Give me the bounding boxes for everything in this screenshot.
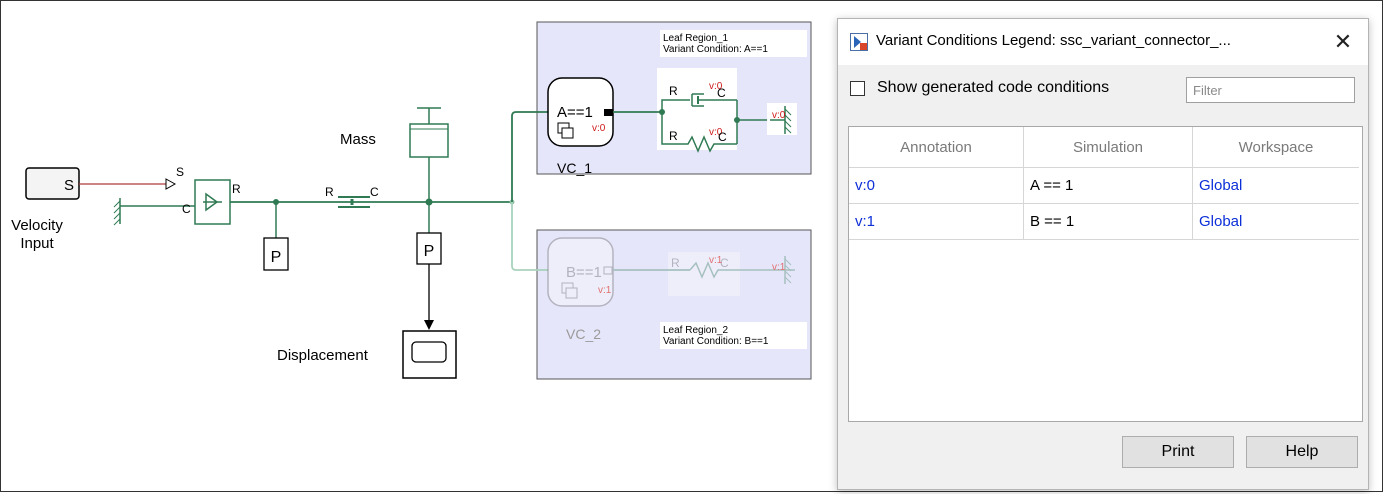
print-button[interactable]: Print	[1122, 436, 1234, 468]
vc2-faded-group: B==1 R C	[547, 237, 795, 307]
vc2-port	[603, 266, 613, 275]
source-inner-arrow-icon	[205, 192, 219, 212]
r2-spring-block[interactable]	[689, 261, 795, 279]
filter-input[interactable]	[1186, 77, 1355, 103]
region2-title: Leaf Region_2	[663, 325, 728, 336]
region2-condition: Variant Condition: B==1	[663, 336, 769, 347]
signal-arrowhead	[165, 178, 177, 190]
conditions-table: Annotation Simulation Workspace v:0 A ==…	[848, 126, 1363, 422]
scope-arrowhead	[424, 320, 434, 330]
position-sensor-1[interactable]	[263, 237, 289, 271]
column-header-workspace[interactable]: Workspace	[1192, 127, 1359, 168]
port-r-label: R	[232, 182, 241, 196]
leaf-region-2[interactable]	[536, 229, 812, 380]
table-row[interactable]: v:1 B == 1 Global	[849, 203, 1359, 240]
r1-spring-r: R	[669, 129, 678, 143]
vc2-condition: B==1	[566, 264, 602, 281]
damper-r-label: R	[325, 185, 334, 199]
r2-spring-annotation: v:1	[709, 255, 723, 266]
help-button[interactable]: Help	[1246, 436, 1358, 468]
r1-spring-c: C	[718, 130, 727, 144]
region1-components-bg	[657, 68, 737, 150]
port-c-label: C	[182, 202, 191, 216]
region1-label-bg	[660, 30, 807, 57]
vc1-port	[604, 109, 613, 116]
line-to-vc1[interactable]	[511, 111, 548, 202]
table-header-row: Annotation Simulation Workspace	[849, 127, 1359, 168]
variant-connector-vc2[interactable]	[547, 237, 614, 307]
cell-simulation: A == 1	[1023, 167, 1193, 204]
sensor2-label: P	[424, 243, 435, 260]
scope-screen-icon	[411, 341, 447, 363]
r1-spring-block[interactable]	[680, 135, 737, 153]
dialog-titlebar[interactable]: Variant Conditions Legend: ssc_variant_c…	[838, 19, 1368, 65]
variant-conditions-legend-dialog: Variant Conditions Legend: ssc_variant_c…	[837, 18, 1369, 490]
cell-workspace[interactable]: Global	[1192, 203, 1359, 240]
vc2-annotation: v:1	[598, 285, 612, 296]
r1-damper-r: R	[669, 84, 678, 98]
column-header-annotation[interactable]: Annotation	[849, 127, 1024, 168]
r2-spring-c: C	[720, 256, 729, 270]
region1-title: Leaf Region_1	[663, 33, 728, 44]
vc1-annotation: v:0	[592, 123, 606, 134]
region2-label-bg	[660, 322, 807, 349]
cell-simulation: B == 1	[1023, 203, 1193, 240]
close-icon[interactable]: ✕	[1333, 29, 1353, 54]
vc1-name: VC_1	[557, 160, 592, 176]
velocity-source-label: S	[64, 177, 74, 194]
damper-c-label: C	[370, 185, 379, 199]
r1-ground-symbol[interactable]	[770, 106, 792, 134]
column-header-simulation[interactable]: Simulation	[1023, 127, 1193, 168]
r1-spring-annotation: v:0	[709, 127, 723, 138]
region1-condition: Variant Condition: A==1	[663, 44, 768, 55]
vc2-name: VC_2	[566, 326, 601, 342]
show-generated-code-checkbox[interactable]	[850, 81, 865, 96]
cell-annotation[interactable]: v:1	[849, 203, 1024, 240]
simulink-app-icon	[850, 33, 868, 51]
vc2-subsystem-icon	[561, 282, 578, 299]
line-to-vc2[interactable]	[511, 202, 548, 271]
r1-ground-bg	[767, 103, 797, 135]
mass-block[interactable]	[409, 107, 449, 158]
r1-damper-c: C	[717, 86, 726, 100]
r2-components-bg	[668, 252, 740, 296]
port-s-label: S	[176, 165, 184, 179]
velocity-caption-line2: Input	[20, 235, 54, 252]
vc1-subsystem-icon	[557, 122, 574, 139]
cell-annotation[interactable]: v:0	[849, 167, 1024, 204]
dialog-title: Variant Conditions Legend: ssc_variant_c…	[876, 32, 1231, 49]
r2-spring-r: R	[671, 256, 680, 270]
block-diagram: Leaf Region_1 Variant Condition: A==1 Le…	[11, 21, 812, 380]
vc1-condition: A==1	[557, 104, 593, 121]
r1-damper-block[interactable]	[680, 93, 737, 107]
show-generated-code-label[interactable]: Show generated code conditions	[877, 79, 1110, 96]
table-row[interactable]: v:0 A == 1 Global	[849, 167, 1359, 204]
cell-workspace[interactable]: Global	[1192, 167, 1359, 204]
mass-label: Mass	[340, 131, 376, 148]
r2-ground-annotation: v:1	[772, 262, 786, 273]
r1-ground-annotation: v:0	[772, 110, 786, 121]
sensor1-label: P	[271, 249, 282, 266]
velocity-caption-line1: Velocity	[11, 217, 63, 234]
scope-label: Displacement	[277, 347, 369, 364]
damper-block[interactable]	[338, 196, 370, 208]
r1-damper-annotation: v:0	[709, 81, 723, 92]
